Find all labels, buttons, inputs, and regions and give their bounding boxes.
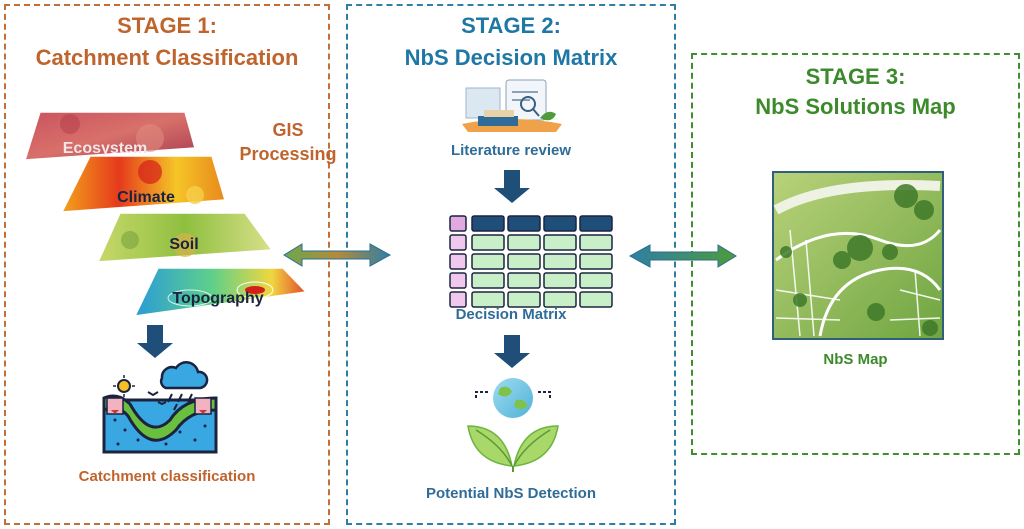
globe-leaves-icon xyxy=(467,378,559,472)
decision-matrix-icon xyxy=(449,215,613,308)
matrix-row-header xyxy=(449,234,467,251)
nbs-map-label: NbS Map xyxy=(823,351,888,368)
matrix-row-header xyxy=(449,215,467,232)
layer-label-soil: Soil xyxy=(169,236,198,253)
stage-2-title: STAGE 2: xyxy=(461,13,561,38)
gis-line: GIS xyxy=(272,120,304,140)
down-arrow-icon xyxy=(494,170,530,203)
catchment-classification-label: Catchment classification xyxy=(78,468,256,485)
matrix-row-header xyxy=(449,253,467,270)
topography-layer: Topography xyxy=(133,267,308,317)
matrix-cell xyxy=(507,291,541,308)
matrix-header-cell xyxy=(579,215,613,232)
matrix-cell xyxy=(579,253,613,270)
literature-review-icon xyxy=(462,79,562,132)
layer-label-climate: Climate xyxy=(117,189,175,206)
stage-3-subtitle: NbS Solutions Map xyxy=(755,94,956,119)
matrix-header-cell xyxy=(471,215,505,232)
double-arrow-icon xyxy=(628,244,737,268)
stage-3-panel: STAGE 3: NbS Solutions Map NbS Map xyxy=(691,53,1020,455)
stage-2-subtitle: NbS Decision Matrix xyxy=(404,45,618,70)
matrix-header-cell xyxy=(543,215,577,232)
stage-3-title: STAGE 3: xyxy=(805,64,906,89)
stage-1-title: STAGE 1: xyxy=(117,13,217,38)
stage-1-panel: STAGE 1: Catchment Classification Catchm… xyxy=(4,4,330,525)
stage-2-panel: STAGE 2: NbS Decision Matrix Literature … xyxy=(346,4,676,525)
matrix-cell xyxy=(543,272,577,289)
matrix-cell xyxy=(543,234,577,251)
literature-review-label: Literature review xyxy=(450,142,572,159)
potential-nbs-detection-label: Potential NbS Detection xyxy=(425,485,597,502)
matrix-row-header xyxy=(449,291,467,308)
double-arrow-icon xyxy=(283,243,392,267)
matrix-row-header xyxy=(449,272,467,289)
matrix-cell xyxy=(471,253,505,270)
gis-processing-label: GIS Processing xyxy=(238,118,338,166)
matrix-cell xyxy=(471,272,505,289)
down-arrow-icon xyxy=(137,325,173,358)
matrix-cell xyxy=(543,253,577,270)
nbs-map-icon xyxy=(772,171,944,340)
matrix-header-cell xyxy=(507,215,541,232)
down-arrow-icon xyxy=(494,335,530,368)
catchment-icon xyxy=(102,361,218,454)
processing-line: Processing xyxy=(239,144,337,164)
layer-label-ecosystem: Ecosystem xyxy=(63,140,148,157)
matrix-cell xyxy=(507,234,541,251)
layer-label-topography: Topography xyxy=(172,290,263,307)
matrix-cell xyxy=(471,234,505,251)
matrix-cell xyxy=(579,272,613,289)
decision-matrix-label: Decision Matrix xyxy=(455,306,567,323)
ecosystem-layer: Ecosystem xyxy=(23,111,196,161)
soil-layer: Soil xyxy=(96,212,274,263)
matrix-cell xyxy=(471,291,505,308)
climate-layer: Climate xyxy=(60,155,226,213)
matrix-cell xyxy=(579,291,613,308)
matrix-cell xyxy=(579,234,613,251)
matrix-cell xyxy=(507,253,541,270)
matrix-cell xyxy=(543,291,577,308)
matrix-cell xyxy=(507,272,541,289)
stage-1-subtitle: Catchment Classification xyxy=(35,45,299,70)
layer-stack-icon: Ecosystem Climate Soil Topography xyxy=(23,111,308,317)
